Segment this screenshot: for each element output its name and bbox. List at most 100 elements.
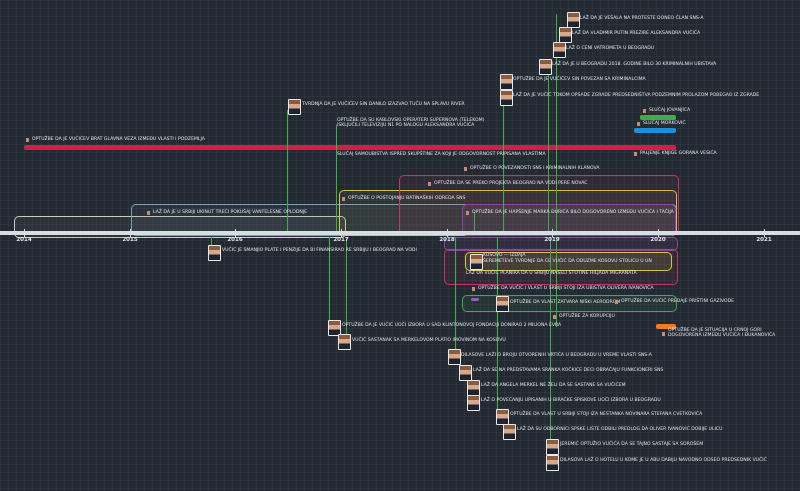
event-label[interactable]: TVRDNJA DA JE VUČIĆEV SIN DANILO IZAZVAO… bbox=[302, 102, 465, 108]
orange-period-bar bbox=[656, 324, 676, 329]
event-label[interactable]: JEREMIĆ OPTUŽIO VUČIĆA DA SE TAJNO SASTA… bbox=[560, 442, 703, 448]
event-text: LAŽ DA JE VEŠALA NA PROTESTE DONEO ČLAN … bbox=[580, 16, 704, 21]
blue-period-bar bbox=[634, 128, 676, 133]
flag-icon bbox=[643, 109, 646, 114]
event-photo-thumbnail[interactable] bbox=[500, 90, 513, 106]
connector-line bbox=[287, 110, 288, 231]
event-photo-thumbnail[interactable] bbox=[467, 380, 480, 396]
event-text: LAŽ DA JE U SRBIJI UKINUT TREĆI POKUŠAJ … bbox=[153, 210, 308, 215]
event-label[interactable]: OPTUŽBE DA JE VUČIĆEV SIN POVEZAN SA KRI… bbox=[513, 77, 646, 83]
event-text: KOSOVO — IZDAJA bbox=[483, 253, 526, 258]
event-photo-thumbnail[interactable] bbox=[503, 424, 516, 440]
event-label[interactable]: PALJENJE KNJIGE GORANA VESIĆA bbox=[634, 151, 717, 157]
event-text: OPTUŽBE DA VUČIĆ PREDAJE PRIŠTINI GAZIVO… bbox=[621, 299, 735, 304]
year-tick bbox=[447, 229, 448, 237]
event-label[interactable]: SLUČAJ SAMOUBISTVA ISPRED SKUPŠTINE ZA K… bbox=[337, 152, 546, 158]
event-photo-thumbnail[interactable] bbox=[546, 439, 559, 455]
event-label[interactable]: OPTUŽBE DA JE HAPŠENJE MARKA ĐURIĆA BILO… bbox=[466, 210, 674, 216]
event-label[interactable]: SLUČAJ MORKOVIĆ bbox=[637, 121, 686, 127]
event-photo-thumbnail[interactable] bbox=[208, 245, 221, 261]
event-label[interactable]: OPTUŽBE ZA KORUPCIJU bbox=[553, 314, 615, 320]
event-label[interactable]: LAŽ DA JE VEŠALA NA PROTESTE DONEO ČLAN … bbox=[580, 16, 704, 22]
event-label[interactable]: LAŽ DA JE U BEOGRADU 2018. GODINE BILO 3… bbox=[552, 62, 717, 68]
year-label: 2019 bbox=[544, 237, 560, 243]
connector-line bbox=[455, 237, 456, 357]
period-box bbox=[339, 190, 677, 236]
event-label[interactable]: ŠEREMETEVE TVRDNJE DA ĆE VUČIĆ DA ODUZME… bbox=[483, 259, 652, 265]
event-label[interactable]: LAŽ DA VLADIMIR PUTIN PREZIRE ALEKSANDRA… bbox=[572, 31, 701, 37]
connector-line bbox=[211, 237, 212, 251]
event-label[interactable]: OPTUŽBE O POSTOJANJU BATINAŠKIH ODREDA S… bbox=[342, 196, 465, 202]
event-label[interactable]: SLUČAJ JOVANJICA bbox=[643, 108, 690, 114]
event-photo-thumbnail[interactable] bbox=[288, 99, 301, 115]
flag-icon bbox=[637, 122, 640, 127]
year-tick bbox=[24, 229, 25, 237]
event-label[interactable]: LAŽ O CENI VATROMETA U BEOGRADU bbox=[566, 46, 654, 52]
event-label[interactable]: OPTUŽBE DA VUČIĆ PREDAJE PRIŠTINI GAZIVO… bbox=[615, 299, 735, 305]
year-label: 2014 bbox=[16, 237, 32, 243]
event-label[interactable]: OPTUŽBE DA SE PREKO PROJEKTA BEOGRAD NA … bbox=[428, 181, 587, 187]
event-label[interactable]: OPTUŽBE DA SU KABLOVSKI OPERATERI SUPERN… bbox=[337, 118, 487, 128]
event-label[interactable]: OPTUŽBE DA VLAST ZATVARA NIŠKI AERODROM bbox=[510, 300, 620, 306]
event-photo-thumbnail[interactable] bbox=[559, 27, 572, 43]
connector-line bbox=[336, 125, 337, 231]
event-label[interactable]: KOSOVO — IZDAJA bbox=[483, 253, 526, 259]
event-label[interactable]: OPTUŽBE DA JE SITUACIJA U CRNOJ GORI DOG… bbox=[662, 328, 793, 338]
event-label[interactable]: LAŽ DA JE U SRBIJI UKINUT TREĆI POKUŠAJ … bbox=[147, 210, 308, 216]
event-label[interactable]: OPTUŽBE DA VLAST U SRBIJI STOJI IZA NEST… bbox=[510, 412, 702, 418]
event-label[interactable]: OPTUŽBE O POVEZANOSTI SNS I KRIMINALNIH … bbox=[464, 166, 600, 172]
year-tick bbox=[341, 229, 342, 237]
event-label[interactable]: LAŽ DA SE NA PREDSTAVAMA SRANKA KOČKICE … bbox=[473, 368, 663, 374]
purple-period-bar bbox=[471, 298, 479, 301]
connector-line bbox=[550, 237, 551, 462]
event-photo-thumbnail[interactable] bbox=[500, 74, 513, 90]
event-text: OPTUŽBE DA JE VUČIĆ UOČI IZBORA U SAD KL… bbox=[342, 323, 562, 328]
flag-icon bbox=[464, 167, 467, 172]
flag-icon bbox=[662, 331, 665, 336]
timeline-axis[interactable] bbox=[0, 231, 800, 235]
event-photo-thumbnail[interactable] bbox=[539, 59, 552, 75]
event-photo-thumbnail[interactable] bbox=[567, 12, 580, 28]
connector-line bbox=[346, 237, 347, 337]
flag-icon bbox=[428, 182, 431, 187]
event-photo-thumbnail[interactable] bbox=[546, 455, 559, 471]
green-period-bar bbox=[640, 115, 676, 120]
flag-icon bbox=[472, 287, 475, 292]
event-text: TVRDNJA DA JE VUČIĆEV SIN DANILO IZAZVAO… bbox=[302, 102, 465, 107]
event-text: LAŽ O POVEĆANJU UPISANIH U BIRAČKE SPISK… bbox=[481, 398, 661, 403]
event-photo-thumbnail[interactable] bbox=[328, 320, 341, 336]
event-label[interactable]: VUČIĆ SASTANAK SA MERKELOVOM PLATIO IMOV… bbox=[352, 338, 506, 344]
period-box bbox=[399, 175, 679, 235]
event-label[interactable]: VUČIĆ JE SMANJIO PLATE I PENZIJE DA BI F… bbox=[222, 248, 417, 254]
event-photo-thumbnail[interactable] bbox=[459, 365, 472, 381]
red-period-bar bbox=[24, 145, 676, 150]
event-label[interactable]: OPTUŽBE DA JE VUČIĆEV BRAT GLAVNA VEZA I… bbox=[26, 137, 205, 143]
event-label[interactable]: DILASOVA LAŽ O HOTELU U KOME JE U ABU DA… bbox=[560, 458, 767, 464]
event-label[interactable]: DILASOVE LAŽI O BROJU OTVORENIH VRTIĆA U… bbox=[461, 353, 652, 359]
connector-line bbox=[474, 212, 475, 231]
connector-line bbox=[556, 14, 557, 231]
event-label[interactable]: LAŽ DA SU ODBORNICI SPSKE LISTE ODBILI P… bbox=[517, 427, 723, 433]
event-label[interactable]: LAŽ O POVEĆANJU UPISANIH U BIRAČKE SPISK… bbox=[481, 398, 661, 404]
event-label[interactable]: LAŽ DA JE VUČIĆ TOKOM OPSADE ZGRADE PRED… bbox=[513, 93, 759, 99]
event-label[interactable]: LAŽ DA ANGELA MERKEL NE ŽELI DA SE SASTA… bbox=[481, 383, 626, 389]
event-photo-thumbnail[interactable] bbox=[448, 349, 461, 365]
event-text: LAŽ DA VLADIMIR PUTIN PREZIRE ALEKSANDRA… bbox=[572, 31, 701, 36]
event-photo-thumbnail[interactable] bbox=[467, 395, 480, 411]
event-photo-thumbnail[interactable] bbox=[338, 334, 351, 350]
event-photo-thumbnail[interactable] bbox=[496, 409, 509, 425]
event-photo-thumbnail[interactable] bbox=[470, 254, 483, 270]
year-label: 2020 bbox=[650, 237, 666, 243]
connector-line bbox=[556, 237, 557, 327]
event-label[interactable]: OPTUŽBE DA VUČIĆ I VLAST U SRBIJI STOJI … bbox=[472, 286, 653, 292]
event-label[interactable]: LAŽ DA VUČIĆ PLANIRA DA U SRBIJU NASELI … bbox=[466, 271, 637, 277]
event-label[interactable]: OPTUŽBE DA JE VUČIĆ UOČI IZBORA U SAD KL… bbox=[342, 323, 562, 329]
year-tick bbox=[235, 229, 236, 237]
connector-line bbox=[548, 60, 549, 231]
year-label: 2016 bbox=[227, 237, 243, 243]
event-text: LAŽ DA JE U BEOGRADU 2018. GODINE BILO 3… bbox=[552, 62, 717, 67]
event-text: LAŽ DA SU ODBORNICI SPSKE LISTE ODBILI P… bbox=[517, 427, 723, 432]
event-photo-thumbnail[interactable] bbox=[553, 42, 566, 58]
event-photo-thumbnail[interactable] bbox=[496, 296, 509, 312]
